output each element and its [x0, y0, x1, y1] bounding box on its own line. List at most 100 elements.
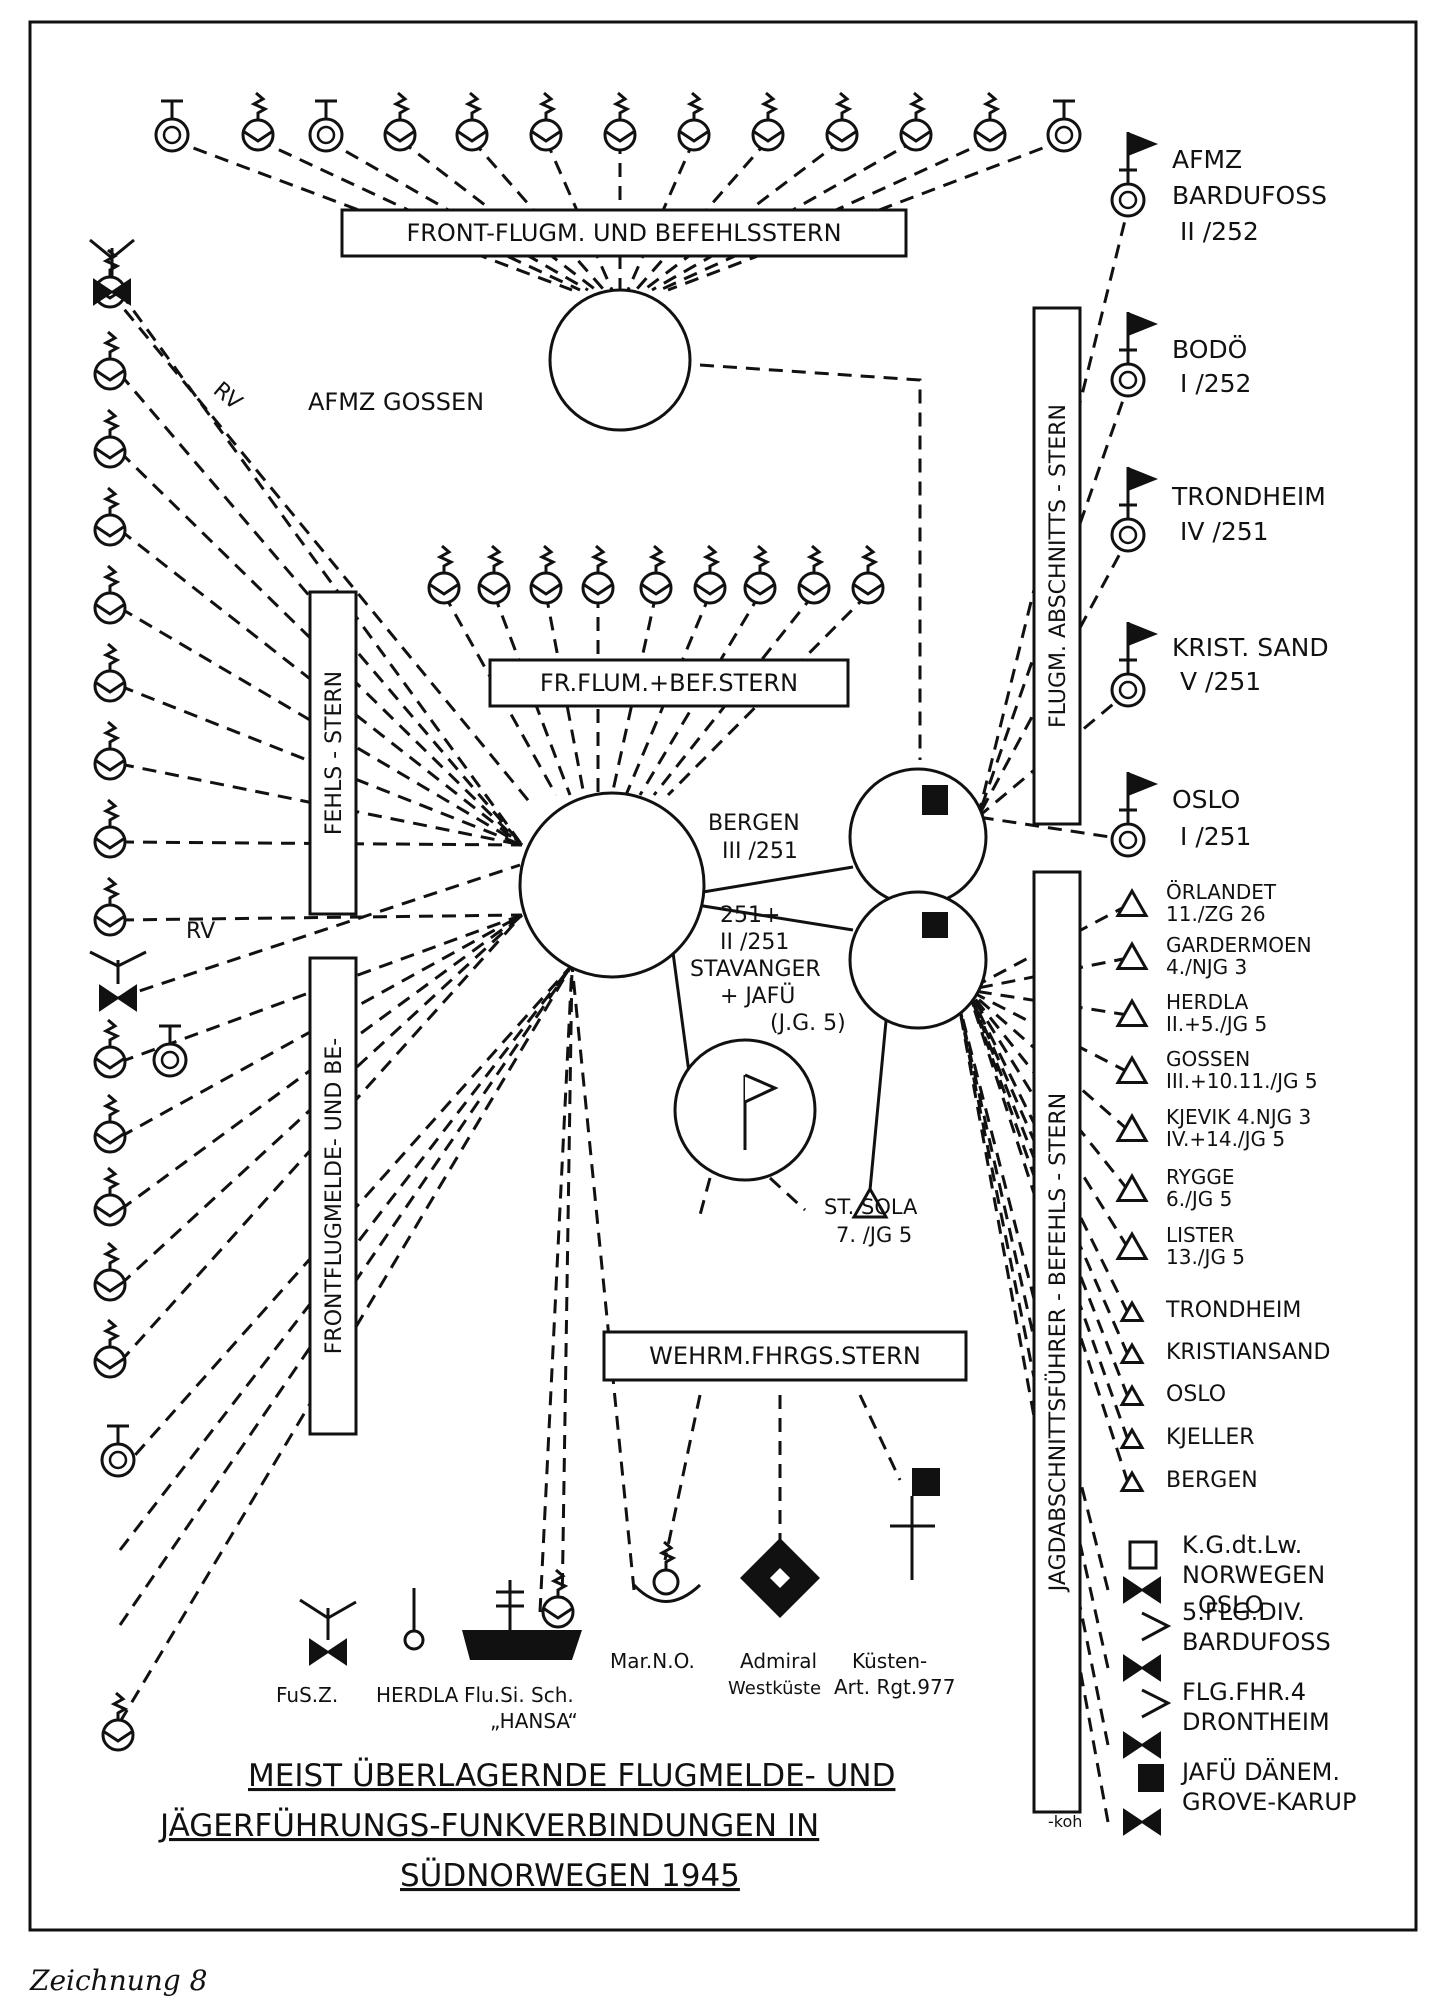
direction-finder-inner-ring — [316, 125, 336, 145]
afmz-station-label: I /251 — [1180, 822, 1251, 851]
hub-link — [696, 865, 854, 895]
receiver-v-mark — [94, 446, 126, 460]
flag-icon — [1128, 467, 1158, 491]
jagd-airfield-label: 13./JG 5 — [1166, 1245, 1245, 1269]
gossen-stavanger-link — [699, 363, 922, 760]
receiver-v-mark — [94, 524, 126, 538]
receiver-v-mark — [752, 129, 784, 143]
antenna-icon — [102, 1018, 121, 1048]
airfield-triangle-icon — [1119, 1426, 1145, 1449]
pennant-icon — [1141, 1688, 1172, 1719]
antenna-icon — [102, 1166, 121, 1196]
airfield-triangle-icon — [1115, 1230, 1149, 1260]
flag-station-icon — [1110, 822, 1146, 858]
antenna-icon — [538, 544, 557, 574]
wehrm-link — [858, 1394, 902, 1481]
jagd-airfield-label: GOSSEN — [1166, 1047, 1250, 1071]
receiver-v-mark — [94, 1279, 126, 1293]
rv-link — [117, 863, 521, 1000]
flag-icon — [1128, 622, 1158, 646]
hub-stavanger-label: II /251 — [720, 930, 789, 955]
airfield-triangle-icon — [1115, 1112, 1149, 1142]
hub-link — [696, 903, 854, 932]
top-star-link — [257, 138, 581, 292]
command-post-icon — [1123, 1808, 1161, 1836]
direction-finder-icon — [308, 117, 344, 153]
flag-station-icon — [1110, 517, 1146, 553]
hub-link — [670, 944, 692, 1081]
receiver-v-mark — [530, 129, 562, 143]
frontflug-link — [560, 964, 574, 1611]
figure-caption: Zeichnung 8 — [29, 1964, 207, 1997]
ship-hansa-icon — [462, 1630, 582, 1660]
flag-icon — [912, 1468, 940, 1496]
command-post-label: BARDUFOSS — [1182, 1628, 1331, 1656]
bottom-station-label: Admiral — [740, 1649, 817, 1673]
receiver-v-mark — [826, 129, 858, 143]
jagd-link — [966, 989, 1130, 1314]
antenna-icon — [102, 408, 121, 438]
bottom-station-label: Küsten- — [852, 1649, 927, 1673]
jagd-link — [966, 989, 1130, 1356]
afmz-station-label: I /252 — [1180, 369, 1251, 398]
airfield-triangle-icon — [851, 1185, 889, 1219]
receiver-v-mark — [242, 129, 274, 143]
jagd-airfield-label: GARDERMOEN — [1166, 933, 1312, 957]
jagd-link — [967, 903, 1129, 992]
wehrm-link — [768, 1176, 807, 1212]
afmz-station-label: BODÖ — [1172, 335, 1247, 364]
direction-finder-icon — [1046, 117, 1082, 153]
jagd-airfield-label: II.+5./JG 5 — [1166, 1012, 1267, 1036]
diagram-title: SÜDNORWEGEN 1945 — [400, 1857, 740, 1894]
fehls-star-link — [119, 840, 523, 847]
flag-icon — [922, 785, 948, 815]
command-post-icon — [1123, 1731, 1161, 1759]
direction-finder-icon — [154, 117, 190, 153]
airfield-triangle-icon — [1115, 997, 1149, 1027]
receiver-v-mark — [744, 582, 776, 596]
airfield-triangle-icon — [1115, 940, 1149, 970]
receiver-v-mark — [456, 129, 488, 143]
flag-icon — [1128, 312, 1158, 336]
hub-gossen-label: AFMZ GOSSEN — [308, 388, 484, 416]
receiver-v-mark — [798, 582, 830, 596]
flag-station-inner-ring — [1118, 190, 1138, 210]
antenna-icon — [834, 91, 853, 121]
flag-station-icon — [1110, 362, 1146, 398]
top-star-link — [659, 138, 991, 292]
sola-link — [868, 999, 890, 1191]
flag-station-inner-ring — [1118, 370, 1138, 390]
afmz-station-label: II /252 — [1180, 217, 1259, 246]
receiver-v-mark — [640, 582, 672, 596]
afmz-station-label: AFMZ — [1172, 145, 1242, 174]
command-post-icon — [1123, 1576, 1161, 1604]
airfield-triangle-icon — [1115, 1054, 1149, 1084]
jagd-airfield-label: KJEVIK 4.NJG 3 — [1166, 1105, 1311, 1129]
antenna-icon — [102, 486, 121, 516]
mid-star-link — [624, 593, 712, 796]
afmz-station-label: OSLO — [1172, 785, 1240, 814]
artillery-mast-icon — [890, 1496, 935, 1580]
fehls-star-link — [119, 913, 523, 1139]
jagd-airfield-label: 6./JG 5 — [1166, 1187, 1232, 1211]
transmitter-antenna-icon — [299, 1598, 357, 1640]
pennant-icon — [744, 1073, 779, 1104]
admiral-diamond-center — [770, 1568, 790, 1588]
hub-stavanger-label: + JAFÜ — [720, 983, 795, 1009]
jagd-airfield-label: LISTER — [1166, 1223, 1235, 1247]
command-post-label: 5.FLG.DIV. — [1182, 1598, 1305, 1626]
command-post-label: K.G.dt.Lw. — [1182, 1531, 1302, 1559]
hub-sola-label: ST. SOLA — [824, 1195, 918, 1219]
airfield-triangle-icon — [1119, 1299, 1145, 1322]
antenna-icon — [648, 544, 667, 574]
afmz-link — [976, 199, 1132, 818]
flag-station-icon — [1110, 672, 1146, 708]
fehls-star-link — [119, 913, 523, 922]
direction-finder-inner-ring — [1054, 125, 1074, 145]
antenna-icon — [590, 544, 609, 574]
hub-stavanger-label: (J.G. 5) — [770, 1011, 846, 1036]
receiver-v-mark — [94, 1356, 126, 1370]
frontflug-star-label: FRONTFLUGMELDE- UND BE- — [322, 1038, 347, 1354]
afmz-station-label: V /251 — [1180, 667, 1261, 696]
